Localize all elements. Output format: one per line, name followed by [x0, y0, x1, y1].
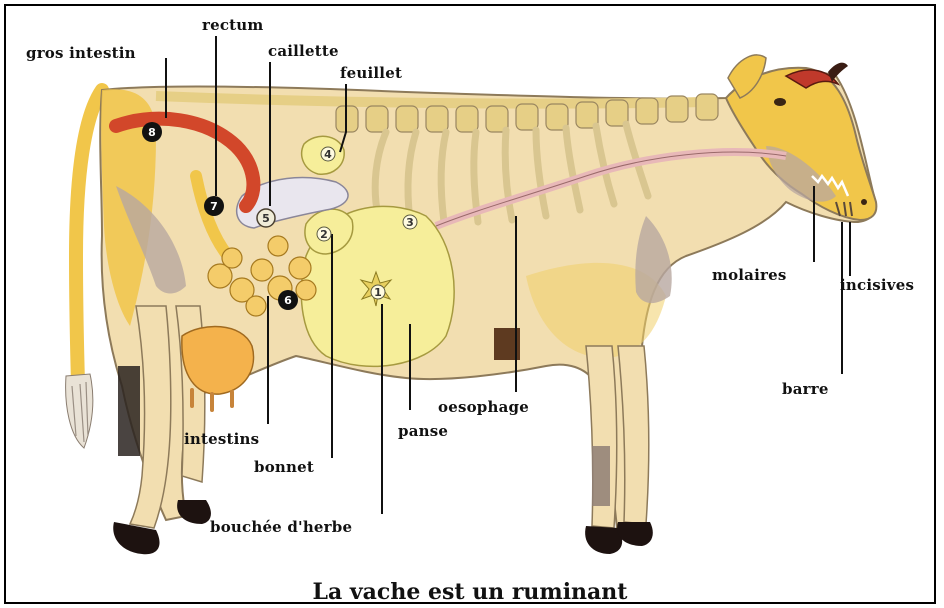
label-barre: barre — [782, 380, 829, 398]
marker-5-number: 5 — [262, 212, 270, 225]
nostril — [861, 199, 867, 205]
diagram-frame: 1 2 3 4 5 6 7 8 gros intestin rectum cai… — [4, 4, 936, 604]
marker-7-number: 7 — [210, 200, 218, 213]
label-rectum: rectum — [202, 16, 264, 34]
eye — [774, 98, 786, 106]
label-molaires: molaires — [712, 266, 786, 284]
marker-8-number: 8 — [148, 126, 156, 139]
tail — [76, 90, 102, 386]
label-intestins: intestins — [184, 430, 259, 448]
marker-6-number: 6 — [284, 294, 292, 307]
marker-1-number: 1 — [374, 286, 382, 299]
marker-2-number: 2 — [320, 228, 328, 241]
label-oesophage: oesophage — [438, 398, 529, 416]
label-bouchee-herbe: bouchée d'herbe — [210, 518, 352, 536]
label-panse: panse — [398, 422, 448, 440]
diagram-caption: La vache est un ruminant — [6, 579, 934, 604]
label-caillette: caillette — [268, 42, 339, 60]
label-gros-intestin: gros intestin — [26, 44, 136, 62]
label-feuillet: feuillet — [340, 64, 402, 82]
marker-4-number: 4 — [324, 148, 332, 161]
tail-tuft — [66, 374, 93, 448]
label-incisives: incisives — [840, 276, 914, 294]
marker-3-number: 3 — [406, 216, 414, 229]
cow-anatomy-illustration: 1 2 3 4 5 6 7 8 — [6, 6, 934, 602]
label-bonnet: bonnet — [254, 458, 314, 476]
